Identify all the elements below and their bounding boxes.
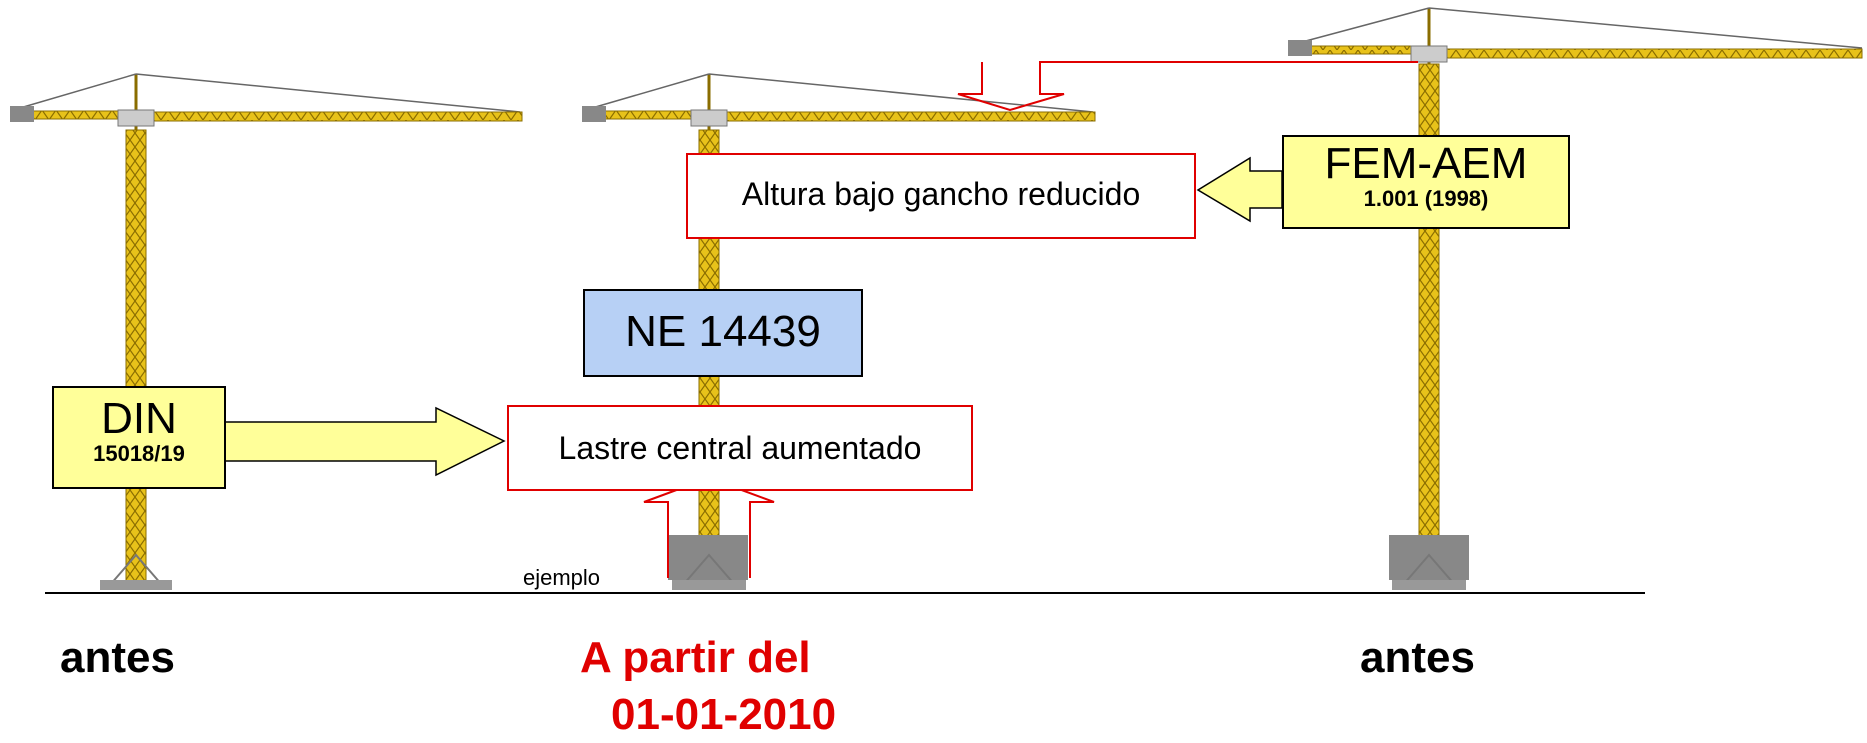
lastre-text: Lastre central aumentado bbox=[558, 430, 922, 466]
din-title: DIN bbox=[101, 394, 177, 443]
arrow-din-to-lastre bbox=[223, 406, 506, 477]
ne-14439-box: NE 14439 bbox=[583, 289, 863, 377]
altura-text: Altura bajo gancho reducido bbox=[741, 176, 1141, 212]
label-a-partir-del: A partir del bbox=[580, 633, 811, 682]
ne-14439-title: NE 14439 bbox=[625, 307, 821, 356]
arrow-fem-to-altura bbox=[1196, 156, 1283, 223]
label-antes-left: antes bbox=[60, 633, 175, 682]
lastre-box: Lastre central aumentado bbox=[507, 405, 973, 491]
arrow-height-reduction bbox=[957, 61, 1418, 112]
label-date: 01-01-2010 bbox=[611, 690, 837, 739]
crane-right bbox=[1288, 7, 1863, 590]
fem-aem-box: FEM-AEM 1.001 (1998) bbox=[1282, 135, 1570, 229]
ejemplo-label: ejemplo bbox=[523, 565, 601, 590]
fem-aem-subtitle: 1.001 (1998) bbox=[1363, 186, 1489, 211]
din-subtitle: 15018/19 bbox=[93, 441, 185, 466]
fem-aem-title: FEM-AEM bbox=[1324, 139, 1528, 188]
din-box: DIN 15018/19 bbox=[52, 386, 226, 489]
crane-left bbox=[10, 73, 523, 590]
altura-box: Altura bajo gancho reducido bbox=[686, 153, 1196, 239]
label-antes-right: antes bbox=[1360, 633, 1475, 682]
